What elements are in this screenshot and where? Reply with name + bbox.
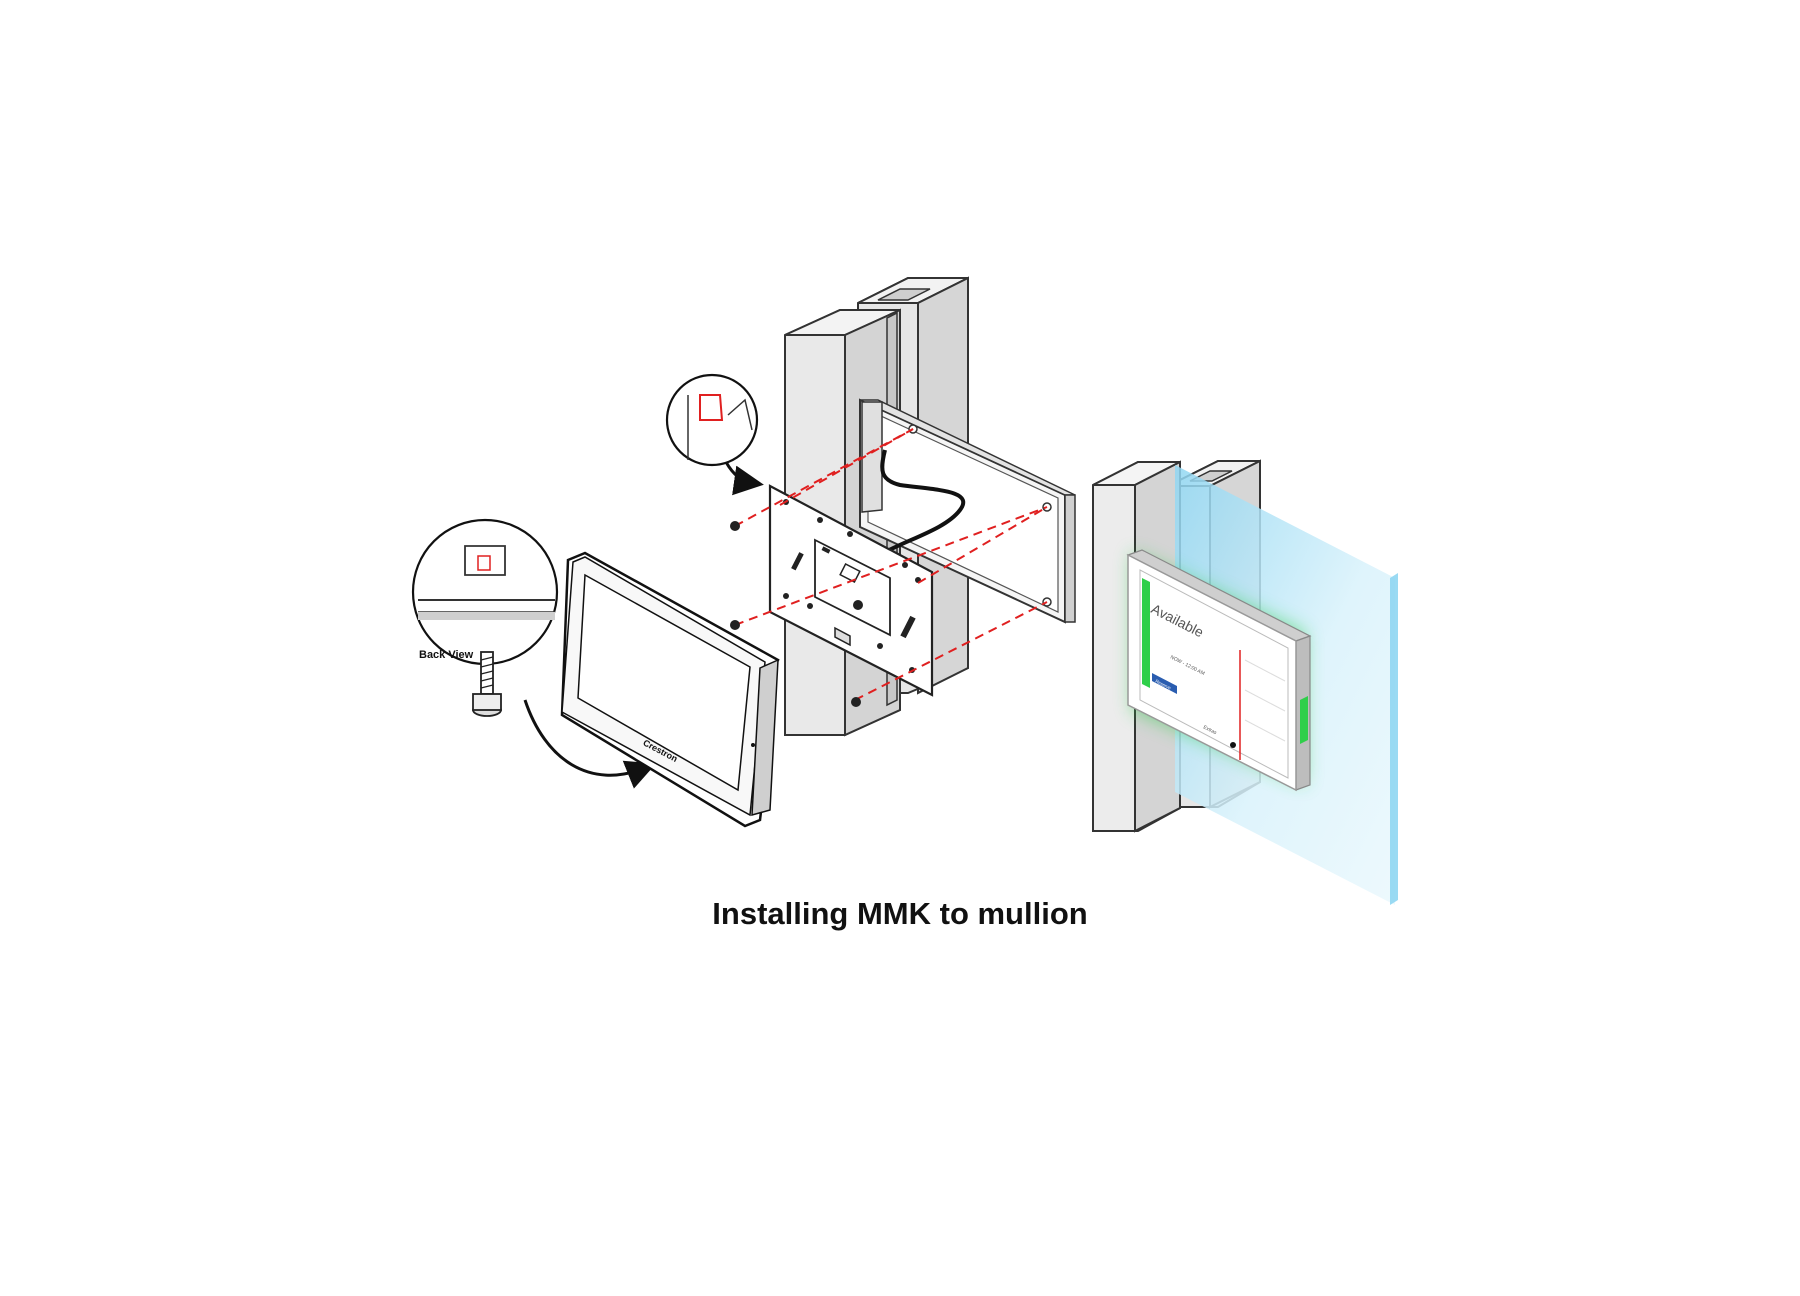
diagram-caption: Installing MMK to mullion xyxy=(712,896,1088,931)
mounted-panel: Available NOW - 12:00 AM Reserve Extras xyxy=(1126,549,1312,792)
back-view-label: Back View xyxy=(419,649,474,661)
screws xyxy=(730,521,863,707)
mounting-plate xyxy=(768,484,934,697)
touch-panel: Crestron xyxy=(560,551,780,828)
bolt xyxy=(472,651,657,789)
detail-magnifier-top xyxy=(665,373,764,496)
back-box xyxy=(859,398,1076,624)
detail-magnifier-back-view: Back View xyxy=(411,518,559,666)
